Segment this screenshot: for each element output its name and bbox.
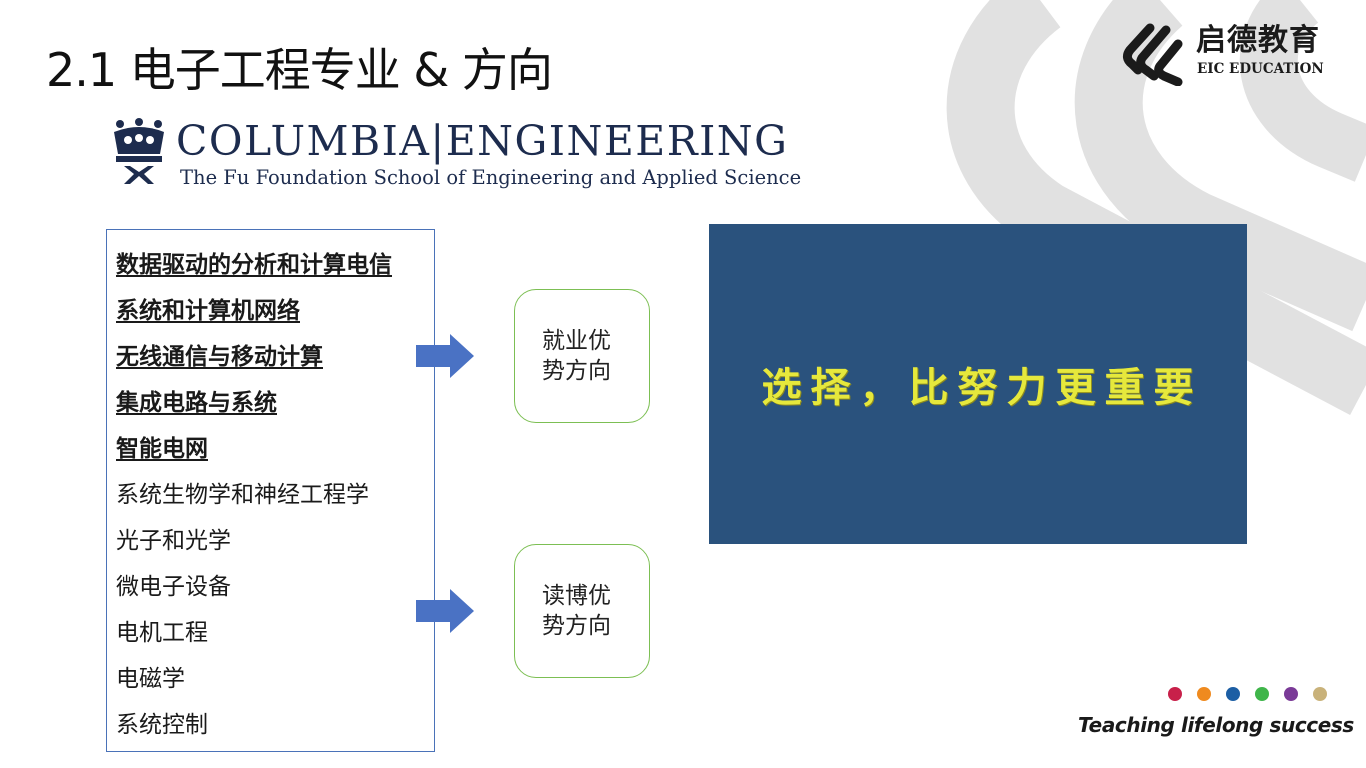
major-item: 电磁学	[116, 666, 185, 692]
employment-advantage-box: 就业优势方向	[514, 289, 650, 423]
phd-advantage-label: 读博优势方向	[542, 583, 611, 639]
eic-logo-chinese: 启德教育	[1196, 23, 1320, 58]
brand-dot	[1197, 687, 1211, 701]
major-item: 系统生物学和神经工程学	[116, 482, 369, 508]
brand-tagline: Teaching lifelong success	[1078, 713, 1354, 737]
brand-dot	[1284, 687, 1298, 701]
major-item: 系统控制	[116, 712, 208, 738]
major-item-highlighted: 无线通信与移动计算	[116, 344, 323, 370]
eic-logo-icon	[1122, 23, 1183, 86]
eic-logo-english: EIC EDUCATION	[1197, 61, 1324, 77]
video-panel[interactable]: 选择，比努力更重要	[709, 224, 1247, 544]
brand-dot	[1255, 687, 1269, 701]
major-item-highlighted: 集成电路与系统	[116, 390, 277, 416]
major-item: 电机工程	[116, 620, 208, 646]
columbia-logo-title: COLUMBIA|ENGINEERING	[176, 117, 789, 165]
major-item: 光子和光学	[116, 528, 231, 554]
phd-advantage-box: 读博优势方向	[514, 544, 650, 678]
major-item: 微电子设备	[116, 574, 231, 600]
eic-logo: 启德教育 EIC EDUCATION	[1120, 20, 1335, 86]
brand-dot	[1313, 687, 1327, 701]
major-item-highlighted: 数据驱动的分析和计算电信	[116, 252, 392, 278]
major-item-highlighted: 智能电网	[116, 436, 208, 462]
major-item-highlighted: 系统和计算机网络	[116, 298, 300, 324]
major-list: 数据驱动的分析和计算电信 系统和计算机网络 无线通信与移动计算 集成电路与系统 …	[116, 242, 392, 748]
columbia-engineering-logo: COLUMBIA|ENGINEERING The Fu Foundation S…	[110, 117, 810, 196]
major-list-box: 数据驱动的分析和计算电信 系统和计算机网络 无线通信与移动计算 集成电路与系统 …	[106, 229, 435, 752]
columbia-logo-subtitle: The Fu Foundation School of Engineering …	[180, 166, 802, 189]
employment-advantage-label: 就业优势方向	[542, 328, 611, 384]
right-arrow-icon	[416, 334, 474, 378]
columbia-crown-icon	[114, 118, 164, 184]
brand-dots	[1168, 687, 1328, 703]
video-caption: 选择，比努力更重要	[761, 365, 1203, 411]
slide-title: 2.1 电子工程专业 & 方向	[46, 43, 553, 97]
right-arrow-icon	[416, 589, 474, 633]
brand-dot	[1226, 687, 1240, 701]
brand-dot	[1168, 687, 1182, 701]
